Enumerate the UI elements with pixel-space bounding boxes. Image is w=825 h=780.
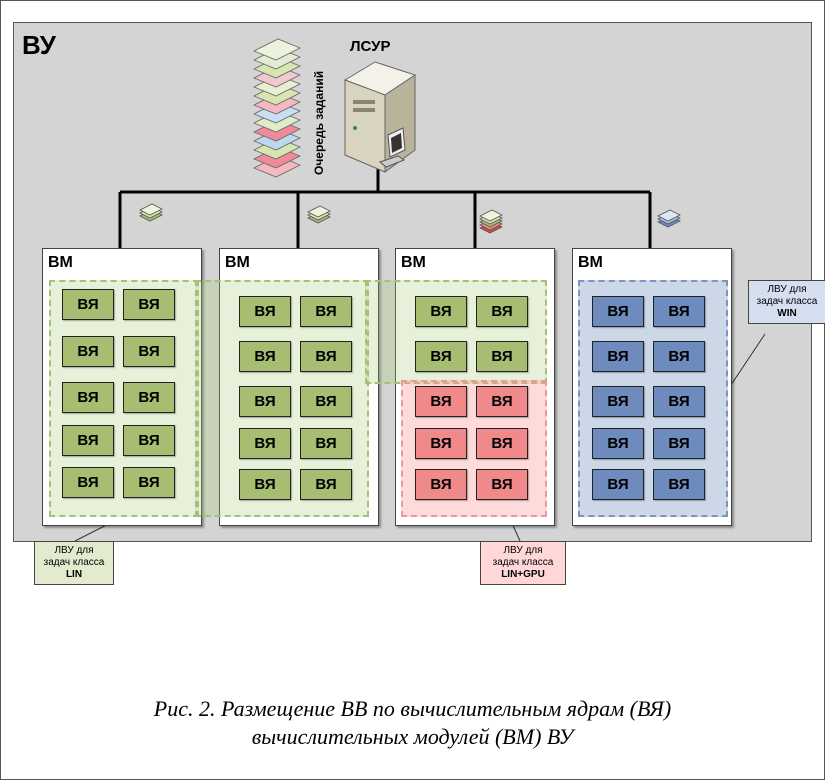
callout-lin: ЛВУ для задач класса LIN [34,541,114,585]
compute-core: ВЯ [592,341,644,372]
server-label: ЛСУР [350,38,391,55]
compute-core: ВЯ [239,296,291,327]
compute-core: ВЯ [300,386,352,417]
compute-core: ВЯ [239,469,291,500]
compute-core: ВЯ [653,341,705,372]
callout-line2: задач класса [43,557,105,568]
callout-line1: ЛВУ для [54,545,94,556]
compute-core: ВЯ [653,296,705,327]
compute-core: ВЯ [62,382,114,413]
compute-core: ВЯ [123,467,175,498]
callout-class: LIN+GPU [501,569,545,580]
compute-core: ВЯ [592,428,644,459]
compute-core: ВЯ [300,428,352,459]
compute-core: ВЯ [653,386,705,417]
compute-core: ВЯ [476,341,528,372]
assigned-jobs-icons [139,203,681,234]
compute-core: ВЯ [123,336,175,367]
compute-core: ВЯ [62,425,114,456]
callout-class: WIN [777,308,797,319]
compute-core: ВЯ [415,296,467,327]
compute-core: ВЯ [300,469,352,500]
compute-core: ВЯ [415,341,467,372]
compute-core: ВЯ [300,296,352,327]
queue-job-sheet [253,38,301,61]
network-bus [118,165,652,255]
module-label: ВМ [401,254,426,271]
compute-core: ВЯ [62,467,114,498]
compute-core: ВЯ [592,296,644,327]
figure-caption: Рис. 2. Размещение ВВ по вычислительным … [0,695,825,751]
compute-core: ВЯ [123,382,175,413]
compute-core: ВЯ [239,428,291,459]
module-label: ВМ [48,254,73,271]
jobs-icon-lin-2 [307,205,331,224]
jobs-icon-gpu [479,209,503,234]
compute-core: ВЯ [62,336,114,367]
compute-core: ВЯ [239,341,291,372]
callout-class: LIN [65,569,83,580]
compute-core: ВЯ [476,469,528,500]
compute-core: ВЯ [415,386,467,417]
callout-line1: ЛВУ для [767,284,807,295]
callout-win: ЛВУ для задач класса WIN [748,280,825,324]
compute-core: ВЯ [592,386,644,417]
compute-core: ВЯ [62,289,114,320]
computing-unit-title: ВУ [22,30,56,60]
compute-core: ВЯ [653,428,705,459]
caption-line-2: вычислительных модулей (ВМ) ВУ [251,724,574,749]
module-label: ВМ [578,254,603,271]
compute-core: ВЯ [123,289,175,320]
compute-core: ВЯ [300,341,352,372]
callout-lin-gpu: ЛВУ для задач класса LIN+GPU [480,541,566,585]
compute-core: ВЯ [415,469,467,500]
jobs-icon-win [657,209,681,228]
callout-line1: ЛВУ для [503,545,543,556]
compute-core: ВЯ [476,296,528,327]
compute-core: ВЯ [653,469,705,500]
compute-core: ВЯ [476,386,528,417]
caption-line-1: Рис. 2. Размещение ВВ по вычислительным … [153,696,672,721]
module-label: ВМ [225,254,250,271]
compute-core: ВЯ [476,428,528,459]
compute-core: ВЯ [592,469,644,500]
callout-line2: задач класса [492,557,554,568]
server-icon [343,61,417,173]
jobs-icon-lin-1 [139,203,163,222]
callout-line2: задач класса [756,296,818,307]
compute-core: ВЯ [239,386,291,417]
compute-core: ВЯ [415,428,467,459]
job-queue-icon [253,38,301,178]
compute-core: ВЯ [123,425,175,456]
